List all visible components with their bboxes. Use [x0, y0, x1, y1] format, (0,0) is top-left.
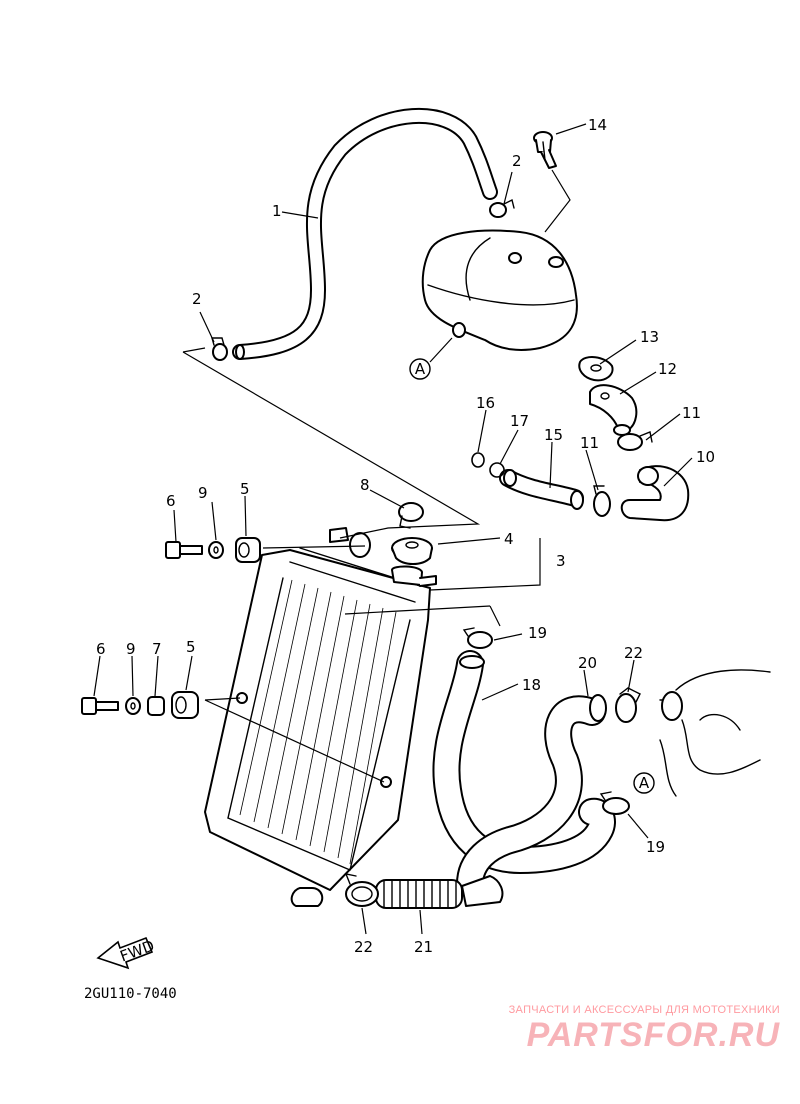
clamp-19-lower — [599, 791, 630, 815]
clamp-19-upper — [462, 627, 493, 649]
gasket-13 — [578, 356, 614, 382]
watermark-tagline: ЗАПЧАСТИ И АКСЕССУАРЫ ДЛЯ МОТОТЕХНИКИ — [508, 1004, 780, 1016]
callout-6-upper: 6 — [166, 492, 176, 510]
reservoir-tank — [421, 229, 578, 351]
radiator-core-fins — [239, 579, 397, 865]
diagram-code: 2GU110-7040 — [84, 986, 177, 1002]
clamp-11-lower — [593, 485, 611, 517]
clamp-22-lower — [344, 873, 379, 907]
callout-12: 12 — [658, 360, 677, 378]
hose-20 — [456, 694, 607, 898]
callout-2-top: 2 — [512, 152, 522, 170]
callout-9-lower: 9 — [126, 640, 136, 658]
svg-text:A: A — [415, 360, 426, 378]
callout-8: 8 — [360, 476, 370, 494]
callout-22-right: 22 — [624, 644, 643, 662]
pipe-12 — [589, 384, 638, 436]
callout-labels: 1 2 2 14 13 12 11 10 11 15 16 17 8 6 9 5… — [96, 116, 715, 956]
svg-text:A: A — [639, 774, 650, 792]
callout-6-lower: 6 — [96, 640, 106, 658]
bolt-6-upper — [165, 541, 203, 559]
washer-9-lower — [125, 697, 141, 715]
reference-mark-a-right: A — [633, 772, 655, 794]
collar-7 — [147, 696, 165, 716]
o-ring-17 — [489, 462, 505, 478]
clamp-2-top — [489, 198, 515, 218]
callout-16: 16 — [476, 394, 495, 412]
grommet-5-upper — [235, 537, 261, 563]
callout-10: 10 — [696, 448, 715, 466]
radiator-3 — [204, 527, 437, 907]
callout-3: 3 — [556, 552, 566, 570]
engine-outlet-stub — [659, 669, 771, 797]
callout-22-lower: 22 — [354, 938, 373, 956]
radiator-cap-4 — [391, 537, 433, 565]
callout-13: 13 — [640, 328, 659, 346]
callout-19-upper: 19 — [528, 624, 547, 642]
bolt-14 — [533, 131, 557, 169]
clamp-2-left — [211, 337, 228, 361]
callout-9-upper: 9 — [198, 484, 208, 502]
hose-10 — [620, 465, 690, 522]
clamp-11-upper — [617, 431, 653, 451]
clamp-22-right — [615, 687, 641, 723]
hose-18 — [432, 650, 616, 875]
hose-21 — [375, 879, 463, 909]
washer-9-upper — [208, 541, 224, 559]
callout-19-lower: 19 — [646, 838, 665, 856]
svg-text:FWD: FWD — [118, 937, 157, 966]
callout-20: 20 — [578, 654, 597, 672]
callout-4: 4 — [504, 530, 514, 548]
reference-mark-a-top: A — [409, 337, 453, 380]
callout-2-left: 2 — [192, 290, 202, 308]
callout-1: 1 — [272, 202, 282, 220]
callout-15: 15 — [544, 426, 563, 444]
bolt-6-lower — [81, 697, 119, 715]
callout-18: 18 — [522, 676, 541, 694]
callout-5-upper: 5 — [240, 480, 250, 498]
callout-14: 14 — [588, 116, 607, 134]
callout-11-upper: 11 — [682, 404, 701, 422]
callout-21: 21 — [414, 938, 433, 956]
leader-lines — [93, 123, 693, 935]
hose-1 — [232, 107, 498, 360]
callout-7: 7 — [152, 640, 162, 658]
callout-11-lower: 11 — [580, 434, 599, 452]
watermark: ЗАПЧАСТИ И АКСЕССУАРЫ ДЛЯ МОТОТЕХНИКИ PA… — [480, 1004, 780, 1054]
hose-15 — [499, 469, 584, 510]
callout-17: 17 — [510, 412, 529, 430]
fwd-arrow-icon: FWD — [96, 937, 157, 970]
o-ring-16 — [471, 452, 485, 468]
grommet-5-lower — [171, 691, 199, 719]
watermark-logo: PARTSFOR.RU — [526, 1016, 780, 1054]
callout-5-lower: 5 — [186, 638, 196, 656]
hose-21-elbow — [461, 875, 504, 907]
